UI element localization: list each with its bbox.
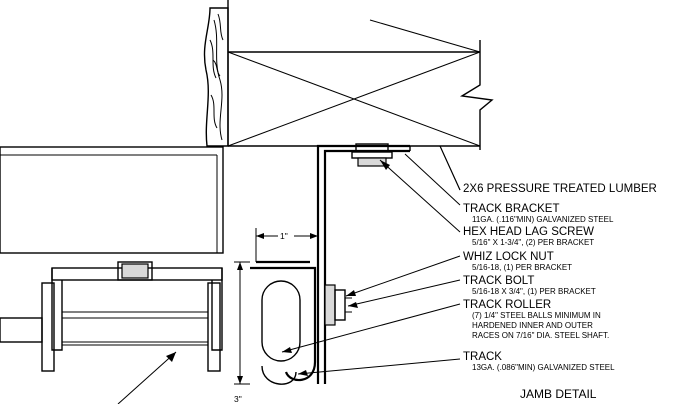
svg-text:WHIZ LOCK NUT: WHIZ LOCK NUT	[463, 251, 554, 263]
dimension-3in: 3"	[234, 394, 242, 404]
dimension-1in: 1"	[280, 231, 288, 241]
leader-lines	[281, 145, 461, 376]
track-bracket	[316, 144, 411, 384]
svg-text:(7) 1/4" STEEL BALLS MINIMUM I: (7) 1/4" STEEL BALLS MINIMUM IN	[472, 311, 601, 320]
svg-text:5/16-18, (1) PER BRACKET: 5/16-18, (1) PER BRACKET	[472, 263, 572, 272]
detail-title: JAMB DETAIL	[520, 387, 597, 401]
svg-text:11GA. (.116"MIN) GALVANIZED ST: 11GA. (.116"MIN) GALVANIZED STEEL	[472, 215, 614, 224]
svg-text:5/16-18 X 3/4", (1) PER BRACKE: 5/16-18 X 3/4", (1) PER BRACKET	[472, 287, 596, 296]
roller-hinge	[0, 261, 223, 404]
svg-text:TRACK BRACKET: TRACK BRACKET	[463, 203, 560, 215]
svg-text:HEX HEAD LAG SCREW: HEX HEAD LAG SCREW	[463, 226, 594, 238]
svg-text:TRACK: TRACK	[463, 351, 502, 363]
track	[250, 260, 317, 385]
label-lumber: 2X6 PRESSURE TREATED LUMBER	[463, 183, 657, 195]
label-track-roller: TRACK ROLLER (7) 1/4" STEEL BALLS MINIMU…	[463, 299, 609, 340]
label-track-bolt: TRACK BOLT 5/16-18 X 3/4", (1) PER BRACK…	[463, 275, 596, 296]
svg-text:TRACK BOLT: TRACK BOLT	[463, 275, 534, 287]
wood-jamb	[203, 7, 229, 147]
track-bolt	[324, 284, 352, 326]
svg-text:5/16" X 1-3/4", (2) PER BRACKE: 5/16" X 1-3/4", (2) PER BRACKET	[472, 238, 594, 247]
svg-text:2X6 PRESSURE TREATED LUMBER: 2X6 PRESSURE TREATED LUMBER	[463, 183, 657, 195]
dimension-horizontal: 1"	[255, 228, 319, 262]
label-whiz-lock-nut: WHIZ LOCK NUT 5/16-18, (1) PER BRACKET	[463, 251, 572, 272]
svg-text:13GA. (.086"MIN) GALVANIZED ST: 13GA. (.086"MIN) GALVANIZED STEEL	[472, 363, 615, 372]
door-panel	[0, 146, 224, 254]
dimension-vertical: 3"	[234, 261, 250, 404]
svg-text:TRACK ROLLER: TRACK ROLLER	[463, 299, 551, 311]
lumber-2x6	[227, 19, 494, 150]
svg-text:RACES ON 7/16" DIA. STEEL SHA: RACES ON 7/16" DIA. STEEL SHAFT.	[472, 331, 609, 340]
svg-text:HARDENED INNER AND OUTER: HARDENED INNER AND OUTER	[472, 321, 593, 330]
label-track: TRACK 13GA. (.086"MIN) GALVANIZED STEEL	[463, 351, 615, 372]
label-track-bracket: TRACK BRACKET 11GA. (.116"MIN) GALVANIZE…	[463, 203, 614, 224]
label-lag-screw: HEX HEAD LAG SCREW 5/16" X 1-3/4", (2) P…	[463, 226, 594, 247]
lag-screw	[351, 143, 393, 167]
